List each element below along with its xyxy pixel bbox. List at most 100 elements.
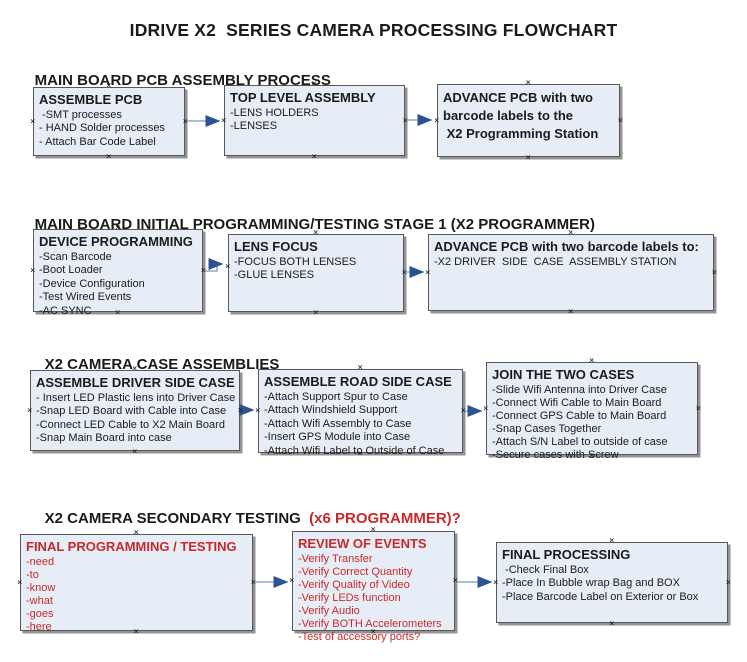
box-line: -need xyxy=(26,556,55,568)
connector-anchor-icon xyxy=(225,263,230,271)
connector-anchor-icon xyxy=(251,579,256,587)
box-title: ADVANCE PCB with two barcode labels to t… xyxy=(443,90,593,123)
connector-anchor-icon xyxy=(221,117,226,125)
connector-anchor-icon xyxy=(312,153,317,161)
box-line: -Secure cases with Screw xyxy=(492,449,619,461)
connector-anchor-icon xyxy=(461,407,466,415)
box-line: - HAND Solder processes xyxy=(39,122,165,135)
connector-anchor-icon xyxy=(712,269,717,277)
flow-box-advance-pcb-programming-station: ADVANCE PCB with two barcode labels to t… xyxy=(437,84,620,157)
box-line: -Snap Main Board into case xyxy=(36,432,172,445)
box-lines: -SMT processes- HAND Solder processes- A… xyxy=(39,109,179,149)
connector-anchor-icon xyxy=(358,450,363,458)
connector-anchor-icon xyxy=(589,357,594,365)
box-line: -Verify Quality of Video xyxy=(298,579,410,591)
box-line: -Attach Windshield Support xyxy=(264,404,398,417)
box-line: -FOCUS BOTH LENSES xyxy=(234,256,357,268)
connector-anchor-icon xyxy=(493,579,498,587)
box-line: -Attach Wifi Assembly to Case xyxy=(264,417,412,430)
connector-anchor-icon xyxy=(618,117,623,125)
flow-box-assemble-driver-side-case: ASSEMBLE DRIVER SIDE CASE - Insert LED P… xyxy=(30,370,240,451)
box-line: -GLUE LENSES xyxy=(234,269,315,282)
section-heading-secondary-testing: X2 CAMERA SECONDARY TESTING (x6 PROGRAMM… xyxy=(28,493,461,544)
box-lines: -Check Final Box-Place In Bubble wrap Ba… xyxy=(502,564,722,604)
heading-text: X2 CAMERA SECONDARY TESTING xyxy=(44,510,310,527)
box-lines: -need-to-know-what-goes-here xyxy=(26,556,247,634)
connector-anchor-icon xyxy=(106,153,111,161)
box-title: ASSEMBLE DRIVER SIDE CASE xyxy=(36,375,235,390)
box-line: -Slide Wifi Antenna into Driver Case xyxy=(492,384,667,396)
flow-box-final-programming-testing: FINAL PROGRAMMING / TESTING -need-to-kno… xyxy=(20,534,256,634)
box-line: - Attach Bar Code Label xyxy=(39,135,156,148)
section-heading-initial-programming: MAIN BOARD INITIAL PROGRAMMING/TESTING S… xyxy=(18,199,595,250)
page-title: IDRIVE X2 SERIES CAMERA PROCESSING FLOWC… xyxy=(129,20,618,40)
box-lines: -X2 DRIVER SIDE CASE ASSEMBLY STATION xyxy=(434,256,708,269)
connector-anchor-icon xyxy=(402,269,407,277)
box-line: -Device Configuration xyxy=(39,277,145,290)
box-title: DEVICE PROGRAMMING xyxy=(39,234,193,249)
flow-box-device-programming: DEVICE PROGRAMMING -Scan Barcode-Boot Lo… xyxy=(30,229,203,317)
box-line: -Connect GPS Cable to Main Board xyxy=(492,410,667,422)
flow-box-join-the-two-cases: JOIN THE TWO CASES -Slide Wifi Antenna i… xyxy=(483,362,698,461)
connector-anchor-icon xyxy=(568,229,573,237)
box-lines: -Scan Barcode-Boot Loader-Device Configu… xyxy=(39,251,197,318)
section-heading-pcb-assembly: MAIN BOARD PCB ASSEMBLY PROCESS xyxy=(18,55,331,106)
connector-anchor-icon xyxy=(132,448,137,456)
box-line: X2 Programming Station xyxy=(443,126,599,141)
box-line: -Attach S/N Label to outside of case xyxy=(492,436,668,448)
box-title: REVIEW OF EVENTS xyxy=(298,536,427,551)
connector-anchor-icon xyxy=(115,309,120,317)
connector-anchor-icon xyxy=(403,117,408,125)
box-line: -Verify Transfer xyxy=(298,553,373,565)
connector-anchor-icon xyxy=(589,452,594,460)
connector-anchor-icon xyxy=(115,224,120,232)
connector-anchor-icon xyxy=(132,365,137,373)
box-line: -Connect LED Cable to X2 Main Board xyxy=(36,418,225,431)
connector-anchor-icon xyxy=(526,154,531,162)
connector-anchor-icon xyxy=(526,79,531,87)
connector-anchor-icon xyxy=(726,579,731,587)
box-line: -Snap Cases Together xyxy=(492,423,602,435)
box-line: -what xyxy=(26,595,53,607)
box-line: -goes xyxy=(26,608,54,620)
box-lines: -LENS HOLDERS-LENSES xyxy=(230,107,399,134)
box-lines: -Verify Transfer-Verify Correct Quantity… xyxy=(298,553,449,644)
flow-box-final-processing: FINAL PROCESSING -Check Final Box-Place … xyxy=(496,542,728,623)
box-line: -AC SYNC xyxy=(39,304,92,317)
box-title: LENS FOCUS xyxy=(234,239,318,254)
box-line: -Place In Bubble wrap Bag and BOX xyxy=(502,577,680,590)
box-title: ASSEMBLE ROAD SIDE CASE xyxy=(264,374,452,389)
connector-anchor-icon xyxy=(313,309,318,317)
connector-anchor-icon xyxy=(134,628,139,636)
flow-box-advance-pcb-driver-side: ADVANCE PCB with two barcode labels to: … xyxy=(428,234,714,311)
section-heading-case-assemblies: X2 CAMERA CASE ASSEMBLIES xyxy=(28,339,280,390)
connector-anchor-icon xyxy=(106,82,111,90)
box-title: FINAL PROGRAMMING / TESTING xyxy=(26,539,237,554)
box-line: -LENS HOLDERS xyxy=(230,107,319,119)
box-title: ADVANCE PCB with two barcode labels to: xyxy=(434,239,699,254)
box-line: -Connect Wifi Cable to Main Board xyxy=(492,397,662,409)
connector-anchor-icon xyxy=(483,405,488,413)
connector-anchor-icon xyxy=(313,229,318,237)
connector-anchor-icon xyxy=(371,526,376,534)
box-line: - Insert LED Plastic lens into Driver Ca… xyxy=(36,392,236,404)
connector-anchor-icon xyxy=(255,407,260,415)
box-line: -Test of accessory ports? xyxy=(298,631,421,643)
connector-anchor-icon xyxy=(30,267,35,275)
box-title: ASSEMBLE PCB xyxy=(39,92,143,107)
box-lines: -FOCUS BOTH LENSES-GLUE LENSES xyxy=(234,256,398,283)
connector-anchor-icon xyxy=(183,118,188,126)
connector-anchor-icon xyxy=(238,407,243,415)
box-lines: - Insert LED Plastic lens into Driver Ca… xyxy=(36,392,236,446)
heading-text: MAIN BOARD PCB ASSEMBLY PROCESS xyxy=(34,72,331,89)
box-line: -Verify Audio xyxy=(298,605,360,617)
box-line: -Verify LEDs function xyxy=(298,592,401,604)
box-line: -here xyxy=(26,621,52,633)
arrow-deviceprog-to-lensfocus xyxy=(204,258,224,272)
connector-anchor-icon xyxy=(289,577,294,585)
box-line: -Insert GPS Module into Case xyxy=(264,431,411,444)
connector-anchor-icon xyxy=(27,407,32,415)
connector-anchor-icon xyxy=(358,364,363,372)
box-line: -Place Barcode Label on Exterior or Box xyxy=(502,590,699,603)
